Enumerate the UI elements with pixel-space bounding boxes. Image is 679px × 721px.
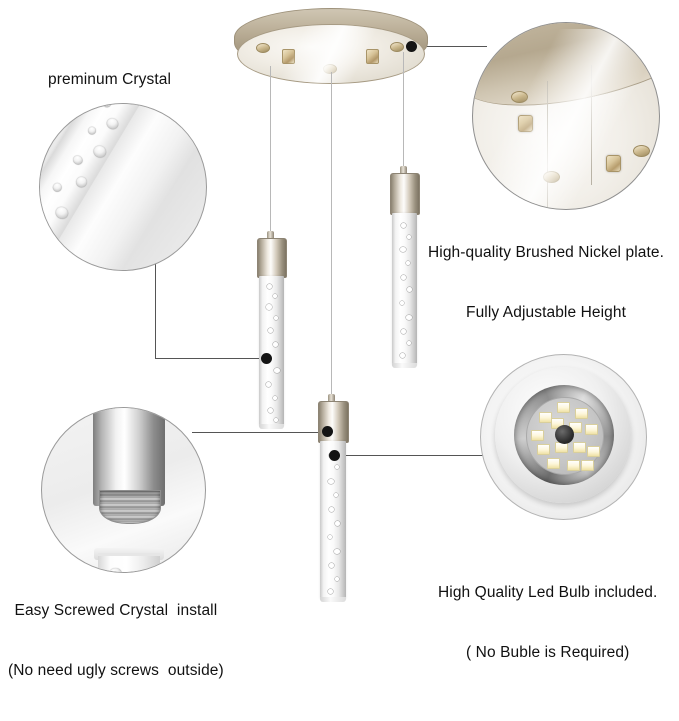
pendant-lower-center: [314, 394, 350, 604]
leader-line-socket: [192, 432, 328, 433]
pendant-right: [386, 166, 422, 371]
pendant-lower-cap: [318, 401, 349, 443]
suspension-wire-center: [270, 66, 271, 235]
label-nickel-plate-line2: Fully Adjustable Height: [466, 304, 626, 321]
canopy-sheen-magnified: [473, 29, 659, 209]
label-screwed-crystal-line2: (No need ugly screws outside): [8, 662, 224, 679]
leader-line-canopy: [417, 46, 487, 47]
ceiling-canopy: [234, 8, 428, 90]
leader-line-crystal-vertical: [155, 262, 156, 359]
leader-line-bulb: [337, 455, 489, 456]
label-led-bulb: High Quality Led Bulb included. ( No Bub…: [438, 543, 657, 703]
canopy-plate-closeup-circle: [472, 22, 660, 210]
label-premium-crystal: preminum Crystal: [48, 71, 172, 88]
pendant-center-crystal-rod: [259, 276, 284, 426]
label-nickel-plate-line1: High-quality Brushed Nickel plate.: [428, 244, 665, 261]
pendant-center: [253, 231, 289, 431]
pendant-lower-crystal-rod: [320, 441, 346, 599]
canopy-face: [237, 24, 425, 84]
label-led-bulb-line2: ( No Buble is Required): [465, 644, 630, 661]
label-nickel-plate: High-quality Brushed Nickel plate. Fully…: [428, 203, 664, 363]
suspension-wire-right: [403, 52, 404, 171]
screw-thread-magnified: [99, 490, 161, 524]
threaded-socket-closeup-circle: [41, 407, 206, 573]
label-led-bulb-line1: High Quality Led Bulb included.: [438, 584, 658, 601]
nickel-socket-magnified: [93, 408, 165, 506]
pendant-center-cap: [257, 238, 287, 278]
leader-line-crystal-horizontal: [155, 358, 266, 359]
crystal-bubble-closeup-circle: [39, 103, 207, 271]
led-bulb-closeup-circle: [480, 354, 647, 520]
infographic-canvas: preminum Crystal High-quality Brushed Ni…: [8, 8, 664, 679]
label-screwed-crystal-line1: Easy Screwed Crystal install: [14, 602, 218, 619]
marker-lower-pendant-rod: [329, 450, 340, 461]
marker-center-pendant-rod: [261, 353, 272, 364]
label-screwed-crystal: Easy Screwed Crystal install (No need ug…: [8, 561, 224, 721]
crystal-top-magnified: [98, 553, 160, 572]
marker-lower-pendant-cap: [322, 426, 333, 437]
marker-canopy: [406, 41, 417, 52]
pendant-right-crystal-rod: [392, 213, 417, 365]
pendant-right-cap: [390, 173, 420, 215]
led-center-hub: [555, 425, 574, 444]
suspension-wire-lower: [331, 72, 332, 399]
